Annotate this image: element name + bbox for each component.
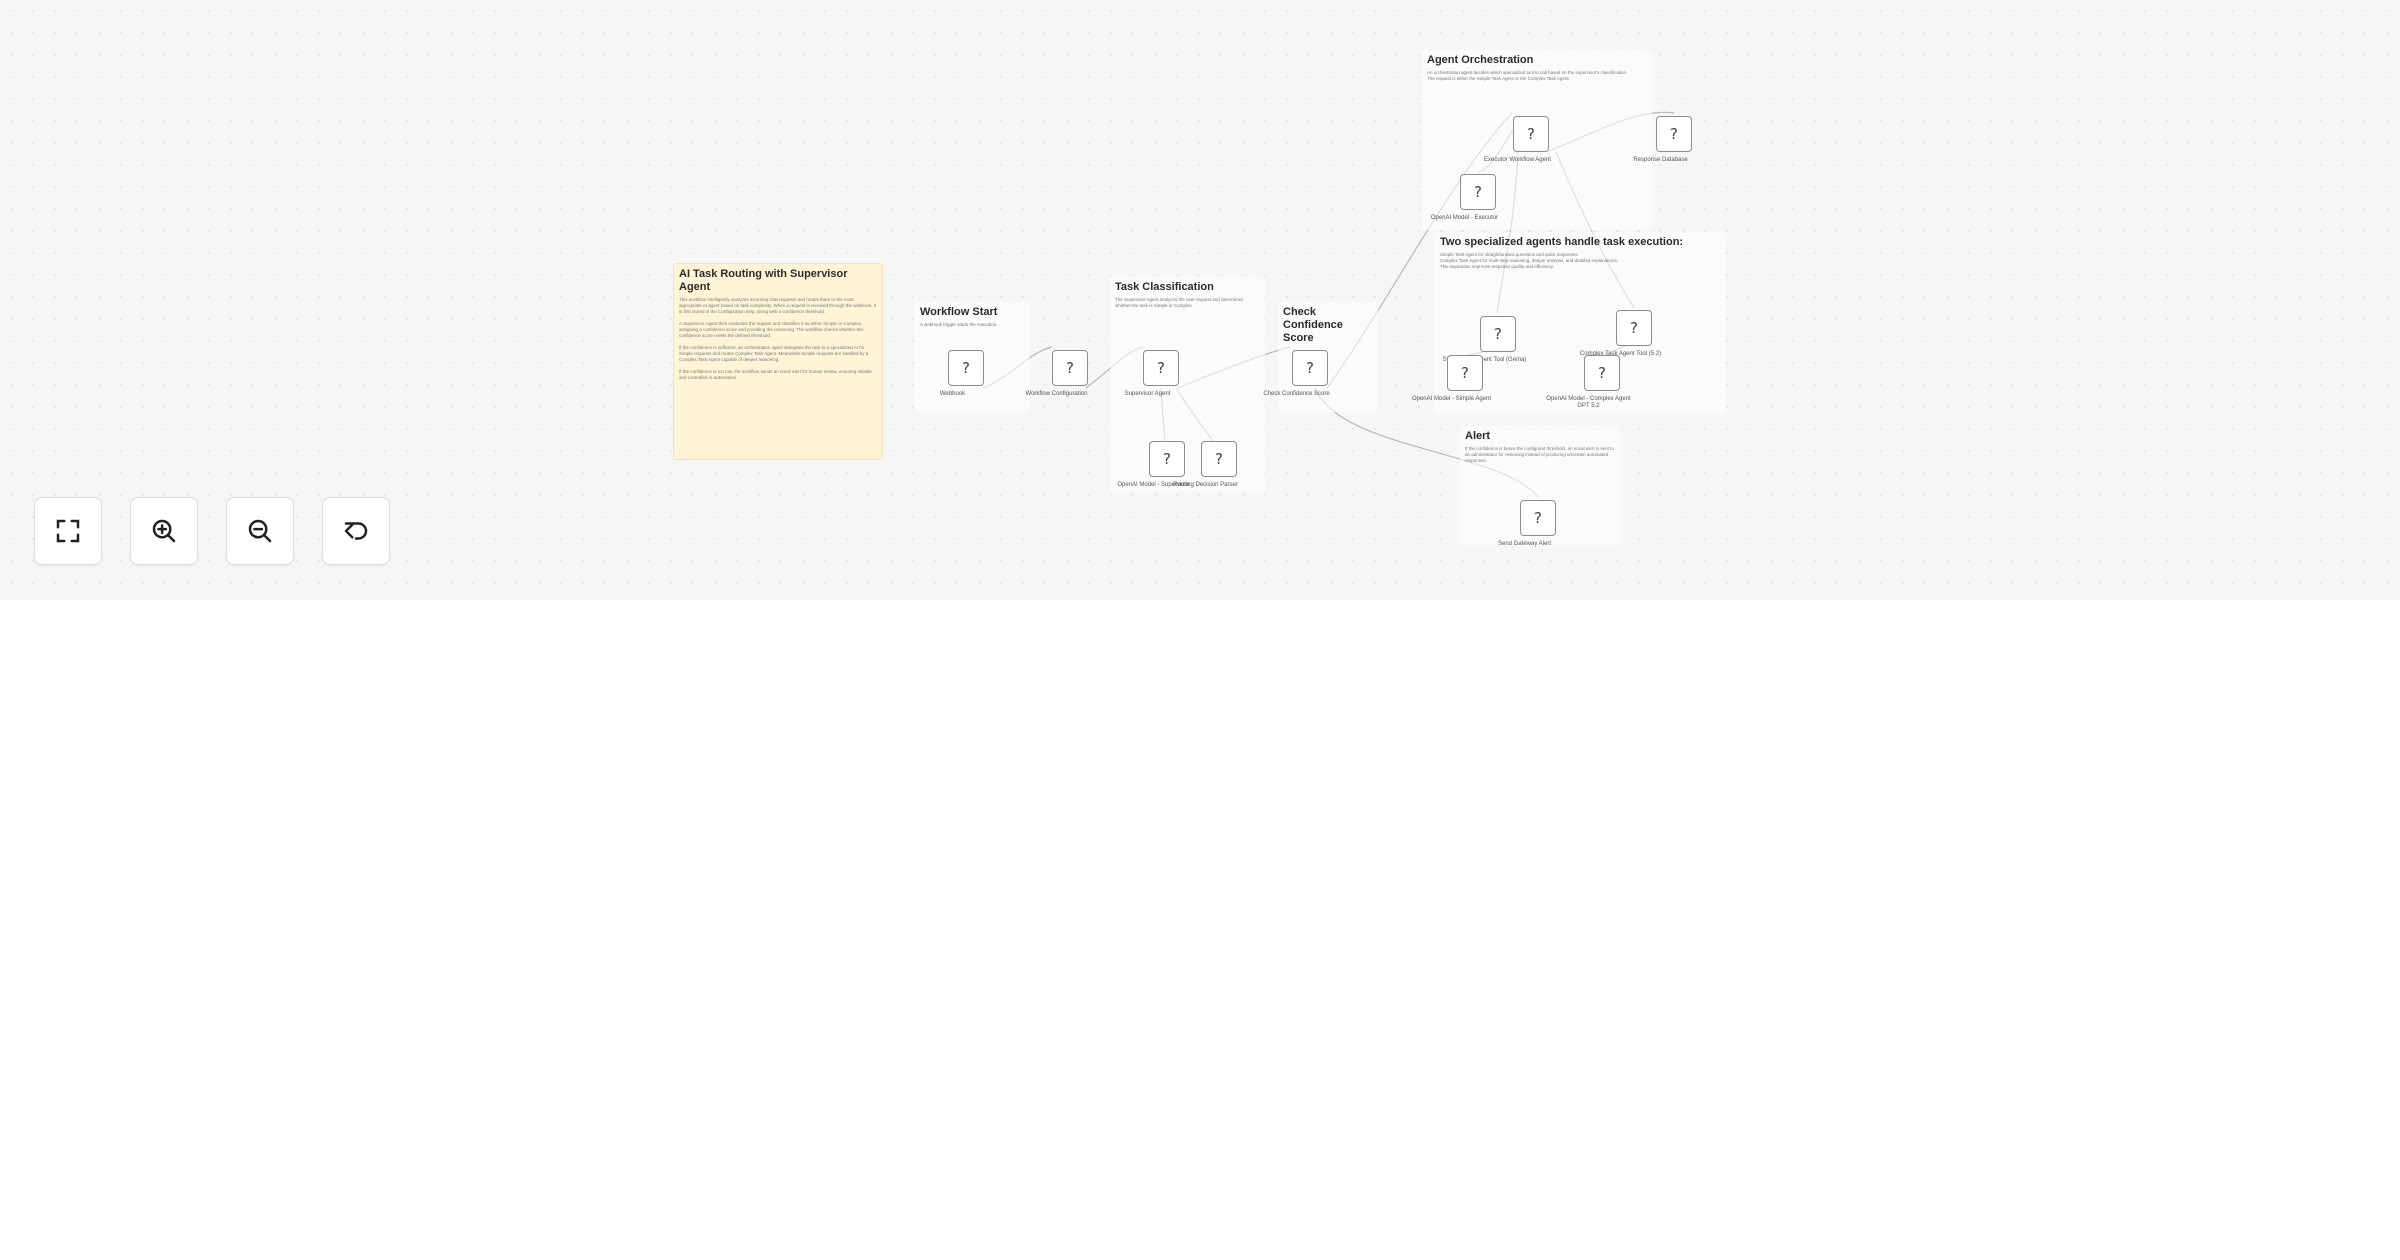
node-label: Simple Task Agent Tool (Gema) bbox=[1442, 357, 1527, 363]
undo-button[interactable] bbox=[322, 497, 390, 565]
node-label: Workflow Configuration bbox=[1025, 391, 1088, 397]
node-complex-task-agent[interactable]: ? Complex Task Agent Tool (5.2) bbox=[1580, 310, 1661, 357]
note-title: Agent Orchestration bbox=[1427, 54, 1534, 66]
node-label: OpenAI Model - Supervisor bbox=[1117, 482, 1190, 488]
node-label: Routing Decision Parser bbox=[1173, 482, 1238, 488]
workflow-canvas[interactable]: AI Task Routing with Supervisor Agent Th… bbox=[0, 0, 2400, 600]
node-openai-executor[interactable]: ? OpenAI Model - Executor bbox=[1431, 174, 1498, 221]
note-title: Two specialized agents handle task execu… bbox=[1440, 236, 1684, 248]
unknown-node-icon: ? bbox=[1527, 125, 1535, 143]
unknown-node-icon: ? bbox=[962, 359, 970, 377]
node-label: Executor Workflow Agent bbox=[1484, 157, 1551, 163]
unknown-node-icon: ? bbox=[1670, 125, 1678, 143]
zoom-in-button[interactable] bbox=[130, 497, 198, 565]
unknown-node-icon: ? bbox=[1534, 509, 1542, 527]
node-label: Response Database bbox=[1633, 157, 1688, 163]
node-check-confidence[interactable]: ? Check Confidence Score bbox=[1263, 350, 1330, 397]
zoom-out-icon bbox=[248, 519, 272, 543]
node-webhook[interactable]: ? Webhook bbox=[940, 350, 984, 397]
node-label: OpenAI Model - Complex Agent GPT 5.2 bbox=[1546, 396, 1631, 409]
node-label: Webhook bbox=[939, 391, 966, 397]
note-body: The Supervisor Agent analyzes the user r… bbox=[1115, 297, 1244, 308]
note-ai-task-routing[interactable]: AI Task Routing with Supervisor Agent Th… bbox=[673, 263, 883, 460]
node-simple-task-agent[interactable]: ? Simple Task Agent Tool (Gema) bbox=[1443, 316, 1526, 363]
unknown-node-icon: ? bbox=[1157, 359, 1165, 377]
fit-view-button[interactable] bbox=[34, 497, 102, 565]
note-title: AI Task Routing with Supervisor Agent bbox=[679, 268, 848, 293]
zoom-in-icon bbox=[152, 519, 176, 543]
node-send-alert[interactable]: ? Send Gateway Alert bbox=[1498, 500, 1556, 547]
note-title: Workflow Start bbox=[920, 306, 998, 318]
node-label: Send Gateway Alert bbox=[1497, 541, 1552, 547]
node-label: OpenAI Model - Simple Agent bbox=[1411, 396, 1492, 402]
note-title: Alert bbox=[1465, 430, 1491, 442]
node-openai-supervisor[interactable]: ? OpenAI Model - Supervisor bbox=[1117, 441, 1190, 488]
unknown-node-icon: ? bbox=[1598, 364, 1606, 382]
unknown-node-icon: ? bbox=[1163, 450, 1171, 468]
note-body: An orchestration agent decides which spe… bbox=[1427, 70, 1628, 81]
note-title: Check Confidence Score bbox=[1283, 306, 1343, 344]
node-label: Check Confidence Score bbox=[1263, 391, 1330, 397]
fullscreen-icon bbox=[56, 519, 80, 543]
note-body: This workflow intelligently analyzes inc… bbox=[679, 297, 877, 380]
node-executor-agent[interactable]: ? Executor Workflow Agent bbox=[1484, 116, 1551, 163]
unknown-node-icon: ? bbox=[1066, 359, 1074, 377]
node-label: Complex Task Agent Tool (5.2) bbox=[1579, 351, 1662, 357]
unknown-node-icon: ? bbox=[1630, 319, 1638, 337]
note-body: A webhook trigger starts the execution. bbox=[920, 322, 998, 327]
node-label: Supervisor Agent bbox=[1124, 391, 1171, 397]
node-openai-complex[interactable]: ? OpenAI Model - Complex Agent GPT 5.2 bbox=[1546, 355, 1631, 409]
unknown-node-icon: ? bbox=[1461, 364, 1469, 382]
unknown-node-icon: ? bbox=[1215, 450, 1223, 468]
unknown-node-icon: ? bbox=[1494, 325, 1502, 343]
node-label: OpenAI Model - Executor bbox=[1430, 215, 1499, 221]
unknown-node-icon: ? bbox=[1474, 183, 1482, 201]
note-title: Task Classification bbox=[1115, 281, 1214, 293]
undo-icon bbox=[344, 522, 368, 540]
node-openai-simple[interactable]: ? OpenAI Model - Simple Agent bbox=[1412, 355, 1491, 402]
zoom-out-button[interactable] bbox=[226, 497, 294, 565]
unknown-node-icon: ? bbox=[1306, 359, 1314, 377]
note-body: Simple Task Agent for straightforward qu… bbox=[1440, 252, 1619, 269]
node-workflow-configuration[interactable]: ? Workflow Configuration bbox=[1026, 350, 1088, 397]
note-body: If the confidence is below the configure… bbox=[1465, 446, 1614, 463]
note-task-classification[interactable]: Task Classification The Supervisor Agent… bbox=[1110, 277, 1265, 491]
node-routing-parser[interactable]: ? Routing Decision Parser bbox=[1173, 441, 1238, 488]
node-response-database[interactable]: ? Response Database bbox=[1633, 116, 1692, 163]
node-supervisor-agent[interactable]: ? Supervisor Agent bbox=[1125, 350, 1179, 397]
